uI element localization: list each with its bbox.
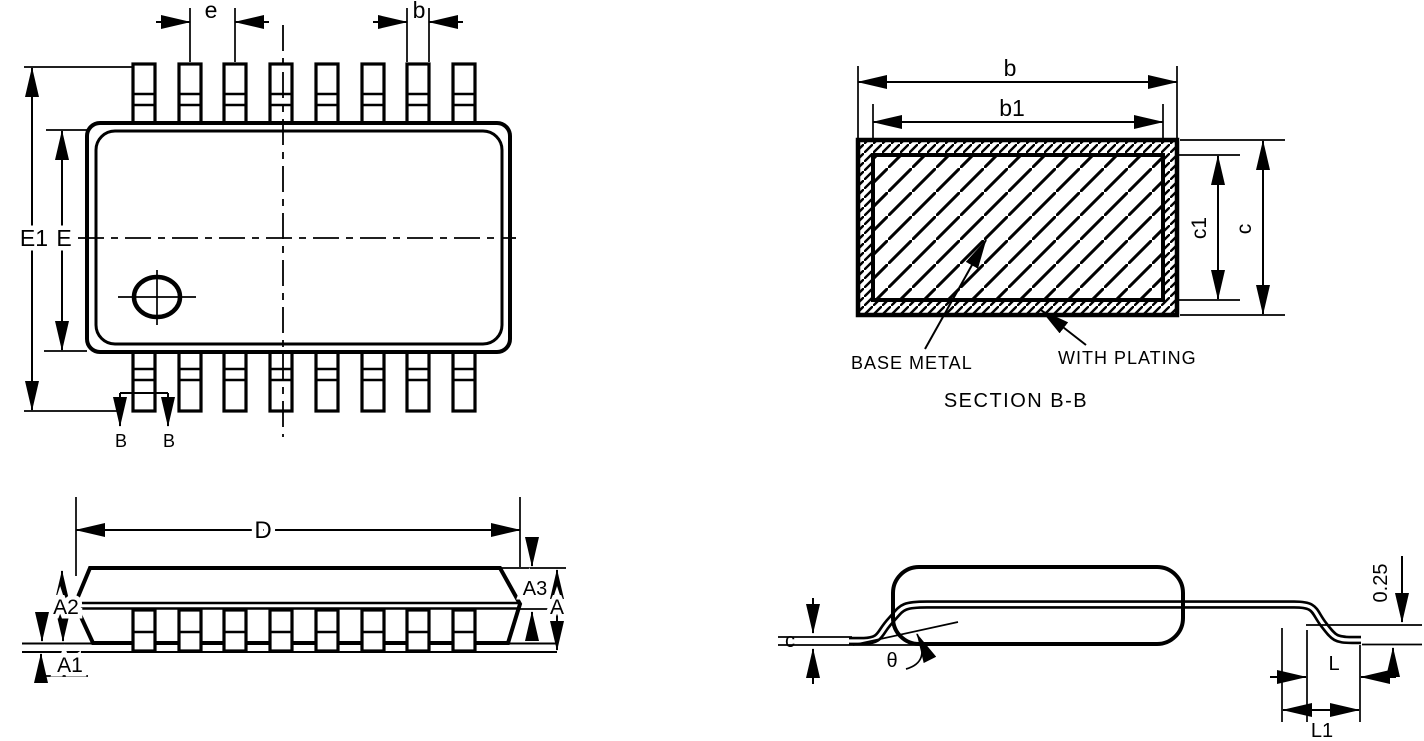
- pin: [131, 608, 157, 653]
- dim-label-L1: L1: [1311, 720, 1333, 741]
- dim-label-gauge: 0.25: [1370, 564, 1392, 603]
- dim-theta: θ: [852, 621, 959, 672]
- lead-core: [849, 602, 1361, 643]
- dim-D: D: [75, 497, 521, 576]
- dim-label-A1: A1: [57, 654, 83, 677]
- dim-A: A: [545, 569, 569, 651]
- dim-L1: L1: [1281, 628, 1360, 741]
- pin: [268, 608, 294, 653]
- dim-b1: b1: [872, 95, 1164, 140]
- dim-label-e: e: [205, 0, 218, 23]
- dim-e: e: [156, 0, 269, 62]
- dim-c-section: c: [1180, 139, 1285, 316]
- dim-label-c-lead: c: [785, 630, 795, 652]
- dim-label-b-section: b: [1004, 55, 1017, 81]
- dim-label-theta: θ: [886, 650, 897, 672]
- pin: [360, 608, 386, 653]
- section-bb-view: b b1 c1 c BASE METAL WI: [851, 55, 1285, 412]
- top-view: e b E1 E B B: [15, 0, 516, 451]
- dim-b-section: b: [857, 55, 1178, 140]
- side-leads: [131, 608, 477, 653]
- lead-profile-view: c θ 0.25 L L1: [778, 556, 1422, 741]
- side-view: D A2 A1 A3 A: [22, 497, 569, 683]
- dim-A1: A1: [34, 612, 88, 683]
- dim-label-D: D: [254, 517, 271, 544]
- dim-b-top: b: [373, 0, 463, 62]
- dim-label-E1: E1: [20, 225, 48, 251]
- dim-label-A: A: [550, 596, 564, 619]
- dim-label-b1: b1: [999, 95, 1025, 121]
- callout-with-plating: WITH PLATING: [1040, 309, 1197, 368]
- dim-E1: E1: [15, 66, 133, 412]
- dim-label-E: E: [56, 225, 71, 251]
- dim-label-b: b: [413, 0, 426, 23]
- pin: [405, 608, 431, 653]
- base-metal-label: BASE METAL: [851, 353, 973, 373]
- base-metal-section: [871, 153, 1165, 302]
- dim-label-c1: c1: [1188, 217, 1211, 239]
- section-mark-label: B: [115, 431, 127, 451]
- pin1-marker: [118, 270, 196, 325]
- with-plating-label: WITH PLATING: [1058, 348, 1197, 368]
- dim-E: E: [44, 129, 87, 352]
- dim-label-c-section: c: [1233, 224, 1256, 235]
- dim-c1: c1: [1177, 154, 1240, 301]
- dim-label-A3: A3: [523, 578, 547, 600]
- dim-L: L: [1270, 630, 1396, 722]
- section-title: SECTION B-B: [944, 390, 1088, 412]
- dim-A2: A2: [49, 570, 83, 642]
- dim-label-L: L: [1328, 653, 1339, 675]
- pin: [451, 608, 477, 653]
- callout-base-metal: BASE METAL: [851, 239, 987, 373]
- dim-gauge: 0.25: [1306, 556, 1422, 677]
- dim-A3: A3: [500, 537, 566, 641]
- top-pins: [131, 62, 477, 128]
- pin: [314, 608, 340, 653]
- dim-label-A2: A2: [53, 596, 79, 619]
- section-cut-marks: B B: [113, 392, 175, 451]
- section-mark-label: B: [163, 431, 175, 451]
- bottom-pins: [131, 348, 477, 413]
- pin: [177, 608, 203, 653]
- pin: [222, 608, 248, 653]
- profile-body-outline: [891, 565, 1185, 646]
